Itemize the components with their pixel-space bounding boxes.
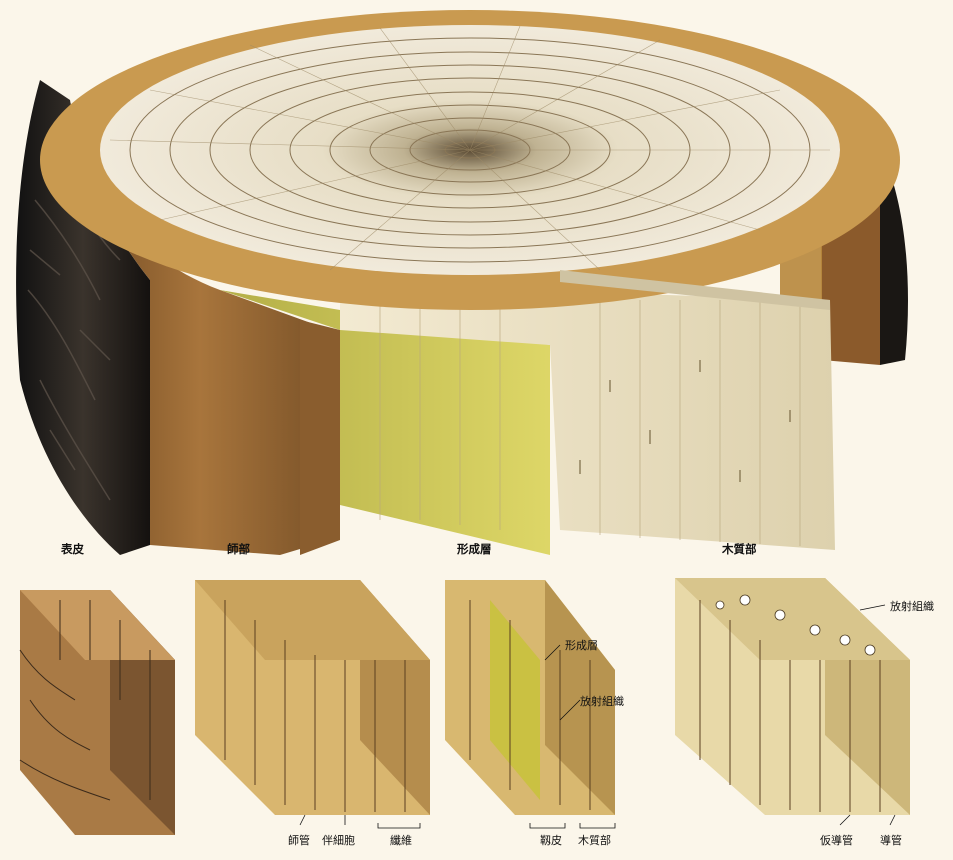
label-ray-tissue-middle: 放射組織	[580, 695, 624, 708]
cambium-layer	[220, 290, 550, 555]
label-xylem-detail: 木質部	[578, 834, 611, 847]
label-cambium-detail: 形成層	[565, 639, 598, 652]
xylem-step-top	[560, 270, 830, 310]
label-xylem: 木質部	[722, 542, 757, 556]
label-cambium: 形成層	[457, 542, 492, 556]
xylem-layer	[340, 285, 835, 550]
label-ray-tissue-right: 放射組織	[890, 600, 934, 613]
detail-bark-block	[19, 590, 175, 835]
label-companion-cell: 伴細胞	[322, 834, 355, 847]
detail-xylem-block	[675, 578, 910, 815]
label-sieve-tube: 師管	[288, 834, 310, 847]
label-vessel: 導管	[880, 834, 902, 847]
detail-phloem-block	[195, 580, 430, 815]
label-bark-detail: 靱皮	[540, 834, 562, 847]
outer-bark	[16, 80, 151, 555]
detail-cambium-block	[445, 580, 615, 815]
label-epidermis: 表皮	[61, 542, 84, 556]
label-fiber: 纖維	[390, 834, 412, 847]
label-phloem: 師部	[227, 542, 250, 556]
bark-back	[860, 120, 908, 365]
label-tracheid: 仮導管	[820, 834, 853, 847]
phloem-layer	[70, 100, 330, 555]
